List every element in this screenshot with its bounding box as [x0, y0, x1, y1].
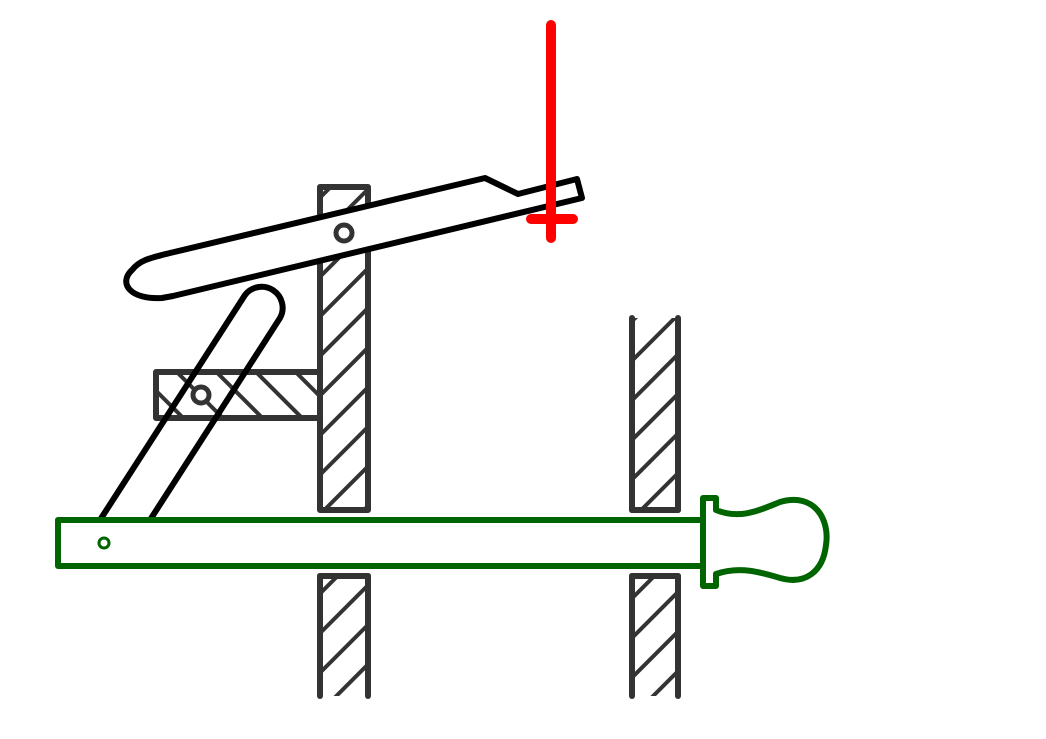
bracket-pivot-pin	[190, 384, 212, 406]
rod-pin	[97, 536, 111, 550]
lever-pivot-pin	[333, 222, 355, 244]
rod-knob	[700, 495, 830, 589]
red-pointer-marker	[526, 20, 578, 243]
sliding-rod-with-knob	[55, 495, 830, 589]
sliding-rod	[55, 517, 706, 569]
left-guide-column	[317, 184, 371, 699]
rocker-lever	[123, 175, 585, 302]
right-guide-column	[629, 315, 681, 699]
connecting-link	[97, 283, 286, 523]
